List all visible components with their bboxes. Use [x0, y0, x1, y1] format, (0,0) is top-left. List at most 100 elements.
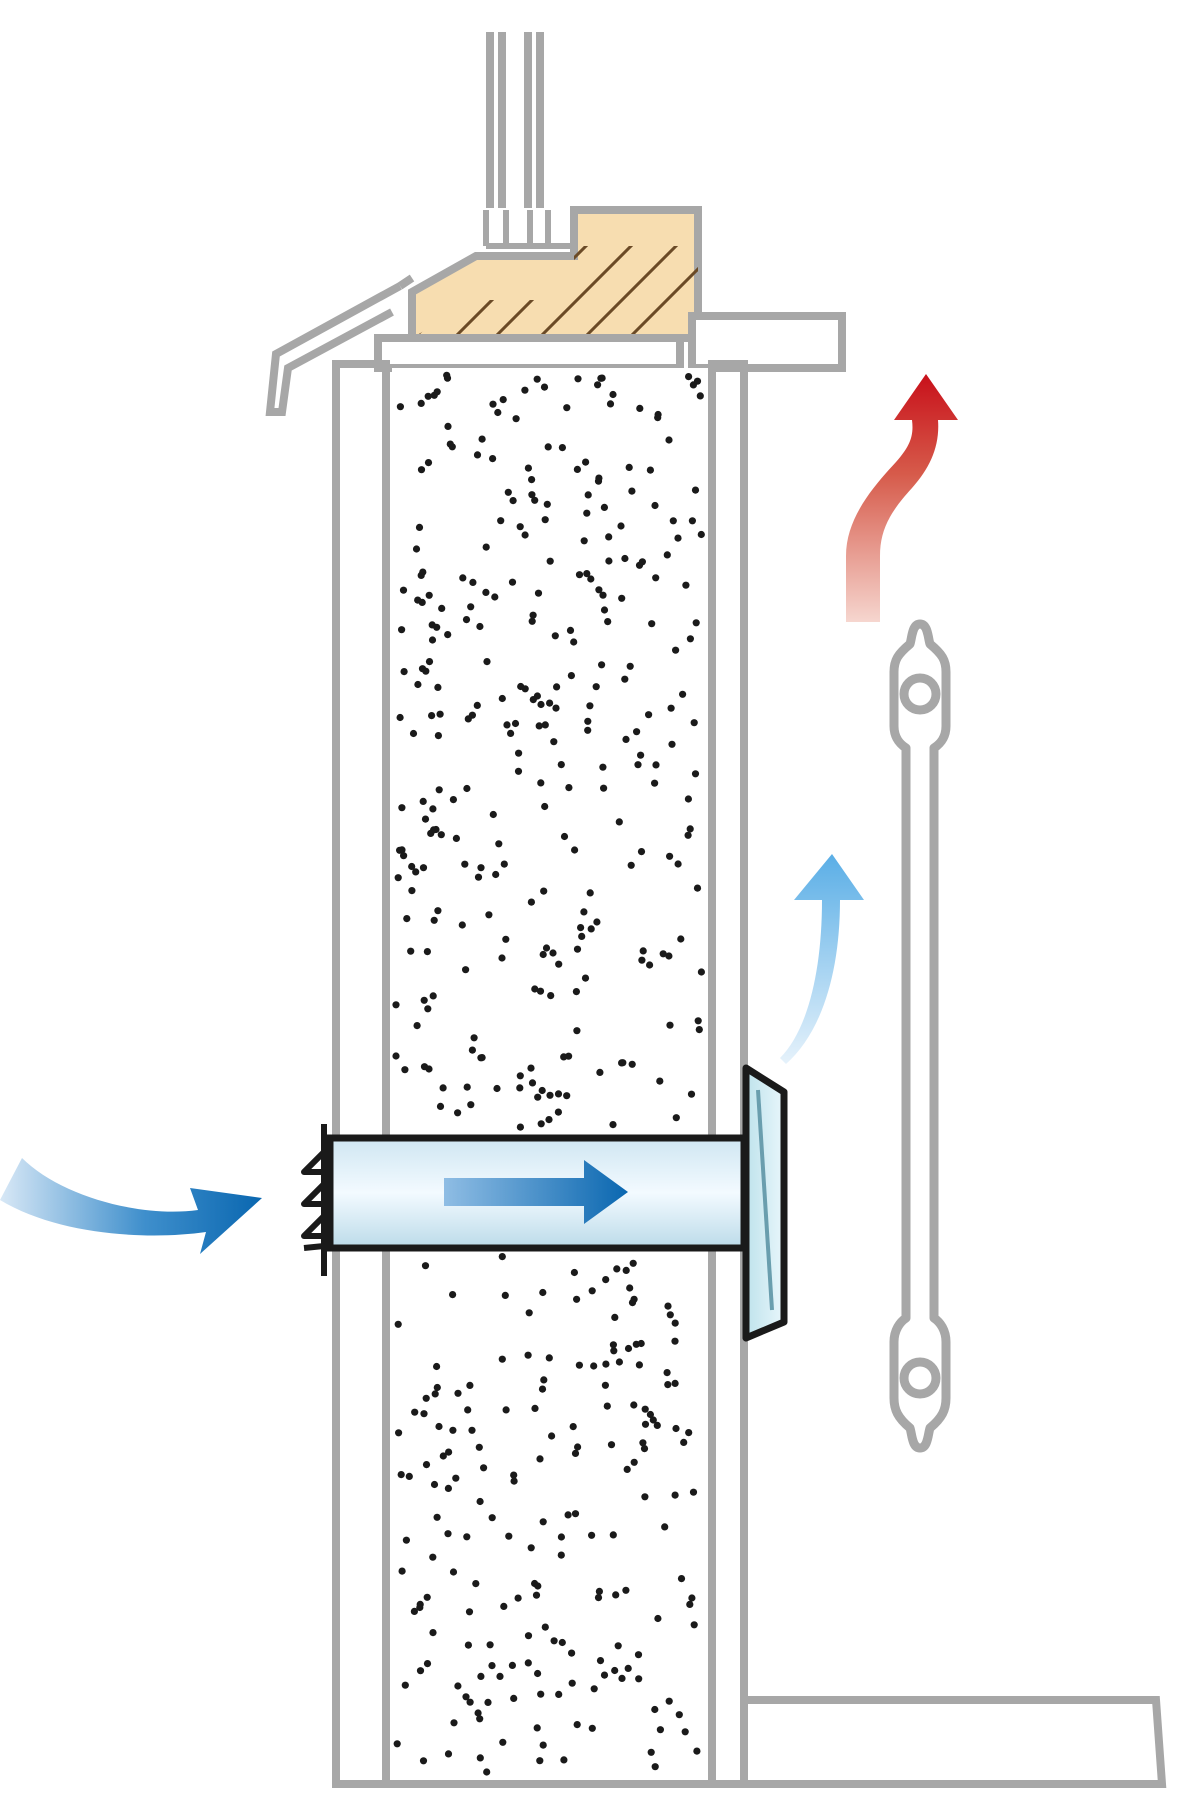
- insulation-dot: [474, 1709, 482, 1717]
- insulation-dot: [466, 1381, 474, 1389]
- insulation-dot: [470, 1034, 478, 1042]
- insulation-dot: [602, 1276, 610, 1284]
- insulation-dot: [407, 947, 415, 955]
- insulation-dot: [428, 712, 436, 720]
- insulation-dot: [646, 466, 655, 474]
- insulation-dot: [586, 889, 594, 897]
- insulation-dot: [693, 1747, 701, 1755]
- insulation-dot: [554, 1090, 563, 1098]
- insulation-dot: [414, 596, 422, 604]
- insulation-dot: [615, 818, 623, 826]
- insulation-dot: [689, 381, 698, 389]
- insulation-dot: [575, 1361, 584, 1369]
- insulation-dot: [502, 1406, 510, 1414]
- insulation-dot: [508, 1661, 516, 1669]
- insulation-dot: [652, 574, 660, 582]
- insulation-dot: [489, 810, 497, 819]
- insulation-dot: [480, 1464, 488, 1472]
- insulation-dot: [651, 779, 659, 787]
- insulation-dot: [477, 1054, 485, 1062]
- insulation-dot: [421, 1262, 430, 1270]
- inflow-arrow-icon: [0, 1158, 262, 1254]
- insulation-dot: [618, 594, 626, 602]
- insulation-dot: [580, 908, 588, 916]
- insulation-dot: [415, 523, 424, 532]
- insulation-dot: [514, 1594, 522, 1602]
- insulation-dot: [492, 870, 500, 879]
- insulation-dot: [638, 956, 646, 964]
- insulation-dot: [613, 1265, 621, 1273]
- insulation-dot: [665, 1697, 673, 1705]
- insulation-dot: [552, 704, 560, 712]
- insulation-dot: [688, 517, 697, 525]
- insulation-dot: [606, 400, 615, 408]
- insulation-dot: [429, 1553, 437, 1561]
- insulation-dot: [538, 1086, 546, 1095]
- insulation-dot: [454, 1109, 462, 1117]
- insulation-dot: [443, 374, 452, 382]
- insulation-dot: [476, 1715, 484, 1723]
- insulation-dot: [500, 1602, 508, 1610]
- insulation-dot: [672, 646, 680, 654]
- insulation-dot: [541, 1623, 549, 1631]
- insulation-dot: [433, 623, 441, 631]
- insulation-dot: [568, 1649, 576, 1657]
- insulation-dot: [434, 683, 442, 692]
- insulation-dot: [600, 784, 608, 792]
- insulation-dot: [622, 1586, 630, 1594]
- insulation-dot: [677, 1575, 686, 1583]
- insulation-dot: [461, 860, 469, 868]
- insulation-dot: [532, 1591, 541, 1599]
- insulation-dot: [691, 486, 700, 494]
- insulation-dot: [694, 1017, 702, 1025]
- insulation-dot: [505, 1532, 513, 1540]
- insulation-dot: [436, 1102, 445, 1110]
- insulation-dot: [449, 1568, 458, 1576]
- insulation-dot: [454, 1682, 462, 1690]
- insulation-dot: [672, 1424, 680, 1433]
- insulation-dot: [584, 491, 592, 499]
- insulation-dot: [568, 1679, 576, 1687]
- insulation-dot: [527, 1544, 535, 1552]
- insulation-dot: [594, 1594, 603, 1602]
- insulation-dot: [465, 1608, 474, 1616]
- insulation-dot: [475, 1443, 483, 1451]
- insulation-dot: [656, 1726, 665, 1734]
- insulation-dot: [572, 988, 581, 996]
- insulation-dot: [687, 1090, 696, 1098]
- insulation-dot: [541, 802, 549, 811]
- window-board: [688, 312, 846, 372]
- insulation-dot: [697, 530, 705, 539]
- insulation-dot: [546, 557, 554, 565]
- insulation-dot: [435, 786, 443, 794]
- insulation-dot: [600, 606, 609, 614]
- insulation-dot: [601, 1381, 610, 1389]
- insulation-dot: [565, 784, 573, 792]
- insulation-dot: [685, 1429, 693, 1437]
- insulation-dot: [695, 1026, 703, 1034]
- insulation-dot: [639, 947, 647, 955]
- insulation-dot: [630, 1458, 638, 1466]
- insulation-dot: [557, 1551, 565, 1559]
- insulation-dot: [656, 1077, 664, 1085]
- insulation-dot: [541, 516, 549, 524]
- insulation-dot: [531, 985, 539, 993]
- insulation-dot: [665, 436, 673, 444]
- insulation-dot: [666, 852, 674, 860]
- insulation-dot: [476, 1497, 484, 1506]
- insulation-dot: [420, 996, 428, 1004]
- insulation-dot: [494, 408, 502, 417]
- insulation-dot: [641, 1493, 649, 1501]
- insulation-dot: [588, 1531, 596, 1539]
- insulation-dot: [547, 992, 555, 1000]
- insulation-dot: [429, 992, 437, 1000]
- insulation-dot: [542, 944, 551, 952]
- insulation-dot: [533, 692, 542, 700]
- insulation-dot: [534, 1093, 542, 1101]
- insulation-dot: [609, 1531, 617, 1539]
- insulation-dot: [557, 1533, 566, 1541]
- insulation-dot: [611, 1313, 619, 1321]
- insulation-dot: [680, 1438, 688, 1446]
- insulation-dot: [414, 680, 422, 689]
- insulation-dot: [539, 1741, 547, 1749]
